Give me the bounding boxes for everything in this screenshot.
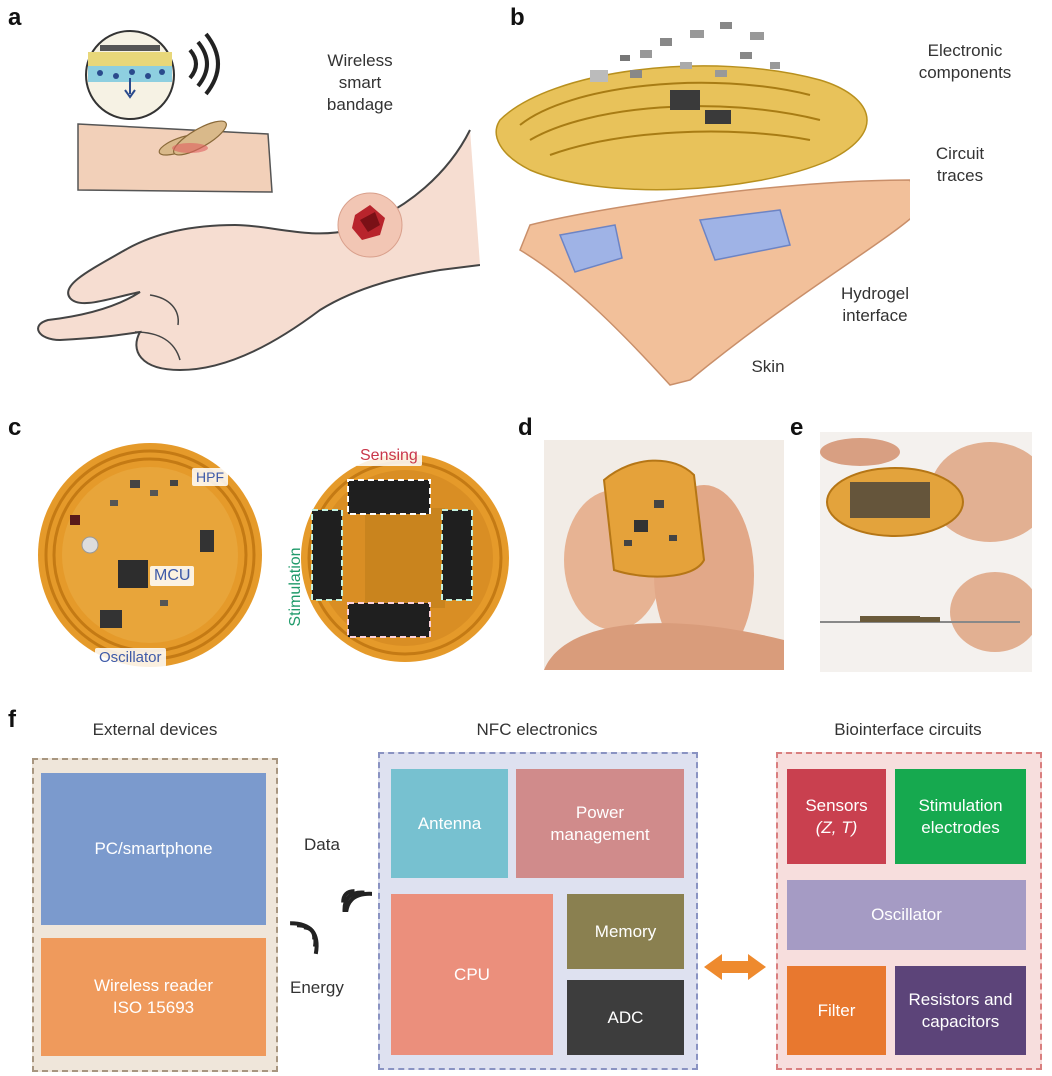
caption-circuit: Circuit: [935, 144, 985, 163]
panel-label-a: a: [8, 4, 22, 31]
power-management-block: Power management: [516, 769, 684, 878]
circuit-board-front-photo: [38, 443, 262, 667]
sensors-line1: Sensors: [805, 795, 868, 815]
caption-traces: traces: [936, 166, 984, 185]
caption-electronic: Electronic: [927, 41, 1003, 60]
panel-label-b: b: [510, 4, 525, 31]
power-line1: Power: [575, 802, 625, 822]
stimulation-label: Stimulation: [287, 547, 304, 627]
circuit-board-back-photo: [301, 454, 509, 662]
sensing-label: Sensing: [356, 446, 422, 466]
bidirectional-arrow-icon: [704, 954, 766, 980]
caption-interface: interface: [842, 306, 908, 325]
biointerface-circuits-title: Biointerface circuits: [834, 720, 982, 739]
caption-bandage: bandage: [326, 95, 394, 114]
bent-device-on-fingers-photo: [544, 440, 784, 670]
antenna-label: Antenna: [417, 813, 482, 833]
memory-label: Memory: [594, 921, 657, 941]
cpu-label: CPU: [454, 964, 490, 984]
caption-smart: smart: [338, 73, 382, 92]
sensors-block: Sensors (Z, T): [787, 769, 886, 864]
stimulation-electrodes-block: Stimulation electrodes: [895, 769, 1026, 864]
reader-line1: Wireless reader: [93, 976, 214, 995]
external-devices-title: External devices: [92, 720, 218, 739]
adc-label: ADC: [607, 1007, 644, 1027]
oscillator-photo-label: Oscillator: [95, 648, 166, 667]
power-line2: management: [550, 824, 650, 844]
reader-line2: ISO 15693: [112, 998, 195, 1017]
energy-label: Energy: [290, 978, 344, 997]
energy-wireless-icon: [290, 921, 319, 955]
pc-smartphone-block: PC/smartphone: [41, 773, 266, 925]
data-label: Data: [304, 835, 340, 854]
hpf-label: HPF: [192, 468, 228, 486]
res-line2: capacitors: [921, 1011, 1000, 1031]
hydrogel-interface-caption: Hydrogel interface: [820, 283, 930, 327]
oscillator-block-label: Oscillator: [871, 905, 942, 924]
data-wireless-icon: [341, 889, 372, 912]
caption-hydrogel: Hydrogel: [840, 284, 910, 303]
circuit-traces-caption: Circuit traces: [915, 143, 1005, 187]
wireless-reader-block: Wireless reader ISO 15693: [41, 938, 266, 1056]
pc-smartphone-label: PC/smartphone: [94, 839, 213, 858]
panel-label-f: f: [8, 706, 16, 733]
cpu-block: CPU: [391, 894, 553, 1055]
filter-label: Filter: [817, 1000, 856, 1020]
thin-device-side-photo: [820, 432, 1032, 672]
mcu-label: MCU: [150, 566, 195, 586]
nfc-electronics-title: NFC electronics: [476, 720, 598, 739]
filter-block: Filter: [787, 966, 886, 1055]
stim-line2: electrodes: [921, 817, 1000, 837]
stim-line1: Stimulation: [918, 795, 1003, 815]
wireless-bandage-caption: Wireless smart bandage: [300, 50, 420, 116]
wound-arm-illustration: [37, 30, 480, 372]
electronic-components-caption: Electronic components: [900, 40, 1030, 84]
antenna-block: Antenna: [391, 769, 508, 878]
memory-block: Memory: [567, 894, 684, 969]
panel-label-e: e: [790, 414, 804, 441]
caption-components: components: [918, 63, 1012, 82]
resistors-capacitors-block: Resistors and capacitors: [895, 966, 1026, 1055]
adc-block: ADC: [567, 980, 684, 1055]
panel-label-d: d: [518, 414, 533, 441]
oscillator-block: Oscillator: [787, 880, 1026, 950]
skin-caption: Skin: [751, 357, 785, 376]
panel-label-c: c: [8, 414, 22, 441]
sensors-line2: (Z, T): [815, 817, 858, 837]
res-line1: Resistors and: [908, 989, 1013, 1009]
caption-wireless: Wireless: [327, 51, 393, 70]
exploded-bandage-illustration: [495, 22, 910, 386]
